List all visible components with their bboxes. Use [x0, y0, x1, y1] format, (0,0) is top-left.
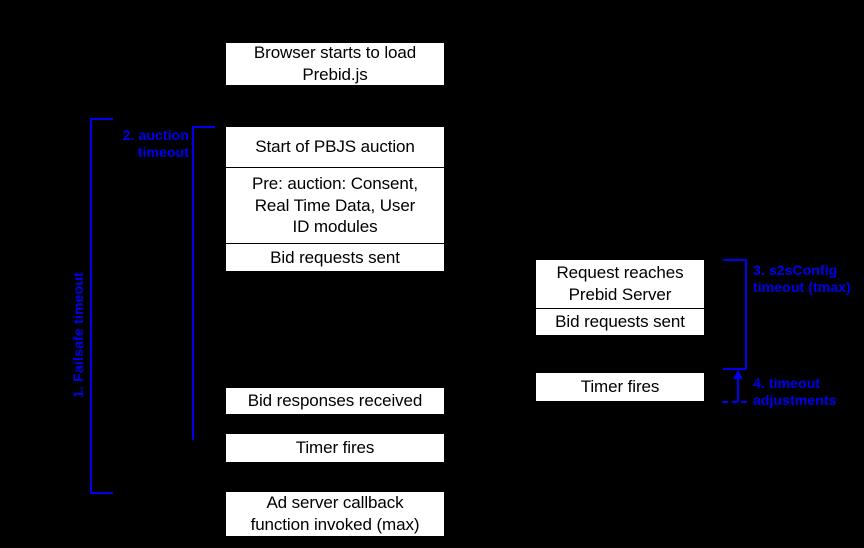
ad-server-callback-box: Ad server callback function invoked (max… — [225, 491, 445, 537]
bid-responses-received-box: Bid responses received — [225, 387, 445, 415]
bid-requests-sent-cell: Bid requests sent — [226, 243, 444, 271]
auction-timeout-bracket-line — [192, 126, 194, 440]
timeout-adjustments-arrow-shaft — [737, 377, 739, 402]
client-timer-fires-box: Timer fires — [225, 433, 445, 463]
timeout-adjustments-baseline — [722, 401, 747, 403]
request-reaches-server-cell: Request reaches Prebid Server — [536, 260, 704, 308]
timeout-adjustments-arrow-head — [733, 370, 743, 379]
s2sconfig-bracket-bottom-tick — [723, 368, 747, 370]
auction-timeout-label: 2. auction timeout — [122, 127, 189, 161]
browser-load-box: Browser starts to load Prebid.js — [225, 42, 445, 86]
pbjs-auction-group: Start of PBJS auction Pre: auction: Cons… — [225, 126, 445, 272]
timeout-adjustments-label: 4. timeout adjustments — [753, 375, 837, 409]
failsafe-bracket-bottom-tick — [90, 492, 113, 494]
s2sconfig-bracket-line — [745, 259, 747, 370]
s2sconfig-bracket-top-tick — [723, 259, 747, 261]
auction-timeout-bracket-top-tick — [192, 126, 215, 128]
s2sconfig-timeout-label: 3. s2sConfig timeout (tmax) — [753, 262, 851, 296]
pre-auction-modules-cell: Pre: auction: Consent, Real Time Data, U… — [226, 167, 444, 243]
failsafe-timeout-label: 1. Failsafe timeout — [70, 272, 86, 398]
start-of-auction-cell: Start of PBJS auction — [226, 127, 444, 167]
failsafe-bracket-line — [90, 118, 92, 494]
prebid-server-group: Request reaches Prebid Server Bid reques… — [535, 259, 705, 336]
server-bid-requests-sent-cell: Bid requests sent — [536, 308, 704, 335]
server-timer-fires-box: Timer fires — [535, 372, 705, 402]
failsafe-bracket-top-tick — [90, 118, 113, 120]
